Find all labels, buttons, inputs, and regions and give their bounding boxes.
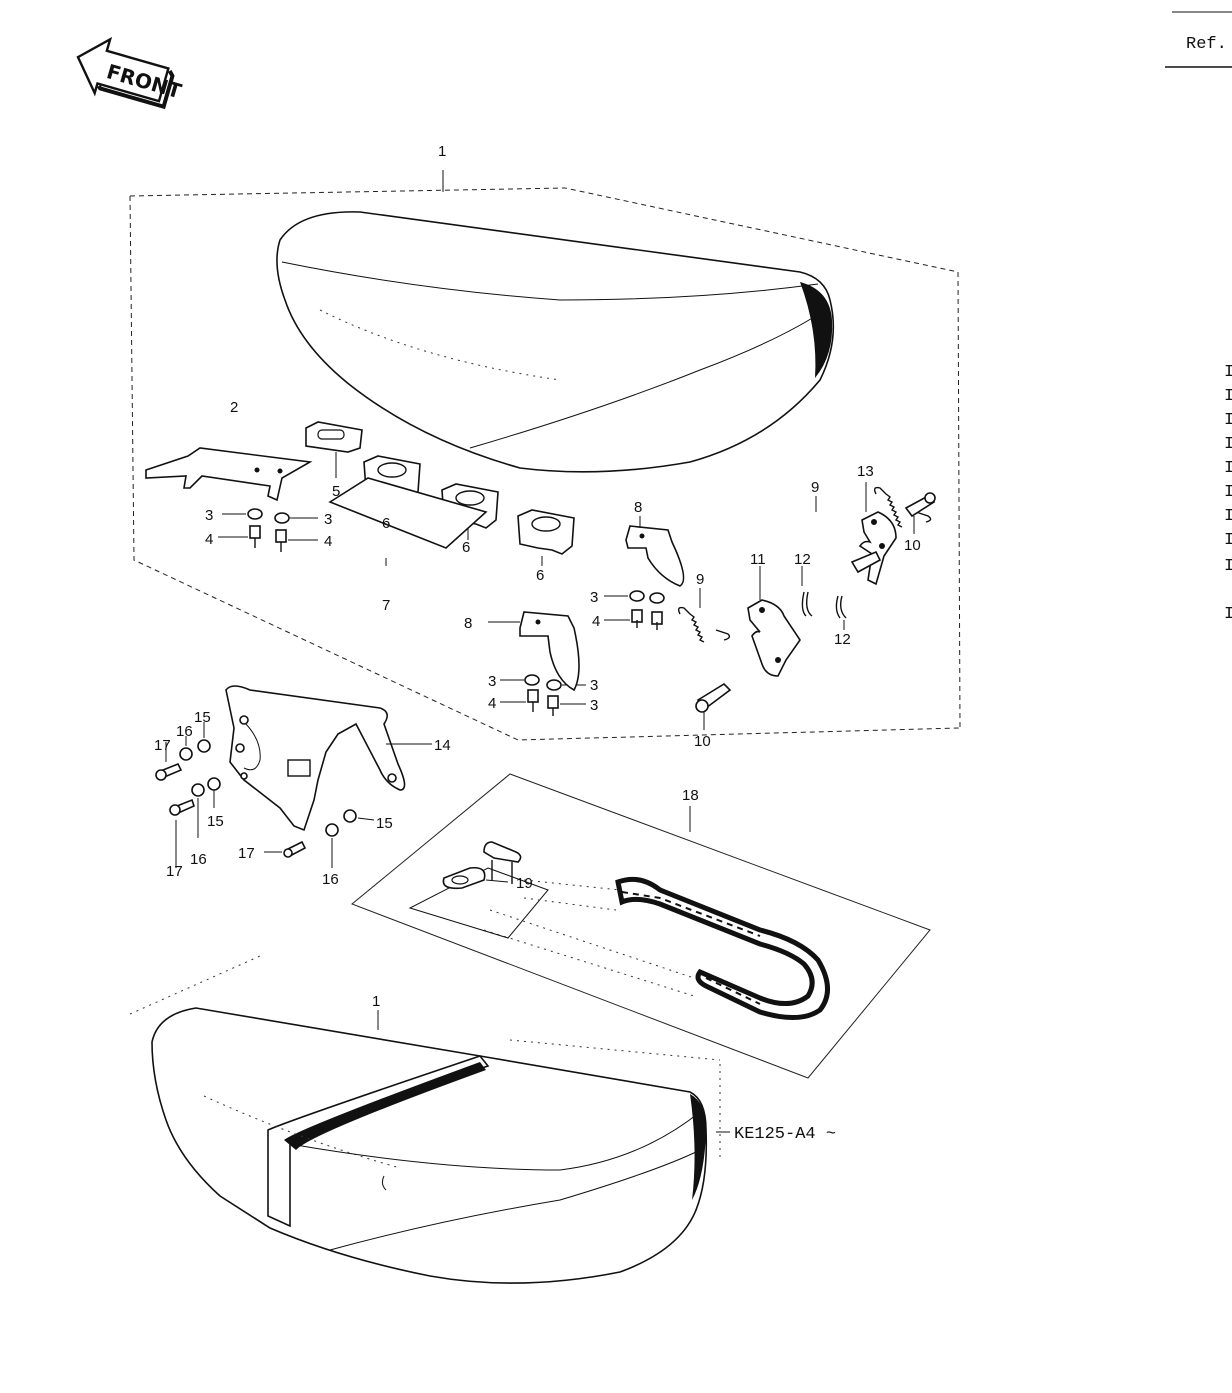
callout-11: 11 — [750, 551, 766, 568]
seat-bottom — [129, 955, 721, 1284]
fastener-group-left — [218, 508, 318, 552]
right-mark: I — [1224, 605, 1232, 624]
right-mark: I — [1224, 435, 1232, 454]
right-mark: I — [1224, 507, 1232, 526]
ref-label: Ref. — [1186, 35, 1227, 54]
clip-12 — [801, 566, 847, 630]
right-mark: I — [1224, 387, 1232, 406]
model-note: KE125-A4 ~ — [716, 1125, 836, 1144]
callout-labels: 1 2 3 3 3 3 3 4 4 4 4 3 5 6 6 6 7 8 8 9 … — [154, 143, 921, 1010]
seat-bracket — [145, 447, 313, 502]
callout-8: 8 — [464, 615, 472, 632]
callout-6: 6 — [536, 567, 544, 584]
seat-damper-5 — [305, 421, 363, 478]
callout-16: 16 — [322, 871, 339, 888]
callout-4: 4 — [205, 531, 213, 548]
callout-10: 10 — [904, 537, 921, 554]
callout-17: 17 — [166, 863, 183, 880]
right-mark: I — [1224, 531, 1232, 550]
callout-15: 15 — [194, 709, 211, 726]
callout-16: 16 — [190, 851, 207, 868]
callout-15: 15 — [207, 813, 224, 830]
callout-3: 3 — [205, 507, 213, 524]
callout-8: 8 — [634, 499, 642, 516]
callout-9: 9 — [811, 479, 819, 496]
chain-box-18 — [351, 773, 931, 1079]
seat-pad — [328, 477, 488, 566]
callout-4: 4 — [324, 533, 332, 550]
right-mark: I — [1224, 483, 1232, 502]
callout-12: 12 — [794, 551, 811, 568]
front-arrow-icon: FRONT — [76, 36, 184, 110]
callout-19: 19 — [516, 875, 533, 892]
hinge-bracket-8 — [488, 516, 685, 692]
spring-9 — [677, 486, 932, 643]
hinge-pin-10 — [695, 492, 936, 730]
callout-10: 10 — [694, 733, 711, 750]
right-mark: I — [1224, 459, 1232, 478]
chain-guard-14 — [225, 685, 432, 832]
callout-3: 3 — [590, 677, 598, 694]
right-mark: I — [1224, 363, 1232, 382]
callout-17: 17 — [238, 845, 255, 862]
upper-assembly-outline — [129, 170, 961, 741]
callout-12: 12 — [834, 631, 851, 648]
callout-7: 7 — [382, 597, 390, 614]
fastener-group-mid — [500, 674, 586, 716]
guard-fasteners — [155, 722, 375, 868]
latch-plate-13 — [850, 482, 897, 586]
callout-4: 4 — [488, 695, 496, 712]
callout-17: 17 — [154, 737, 171, 754]
latch-11 — [747, 566, 801, 677]
right-mark: I — [1224, 411, 1232, 430]
callout-16: 16 — [176, 723, 193, 740]
callout-5: 5 — [332, 483, 340, 500]
right-mark: I — [1224, 557, 1232, 576]
callout-2: 2 — [230, 399, 238, 416]
callout-14: 14 — [434, 737, 451, 754]
ref-header: Ref. — [1165, 11, 1232, 68]
callout-18: 18 — [682, 787, 699, 804]
seat-top — [276, 211, 835, 473]
fastener-group-right — [604, 590, 665, 630]
callout-3: 3 — [590, 589, 598, 606]
callout-13: 13 — [857, 463, 874, 480]
callout-9: 9 — [696, 571, 704, 588]
callout-6: 6 — [462, 539, 470, 556]
callout-3: 3 — [324, 511, 332, 528]
callout-1-bottom: 1 — [372, 993, 380, 1010]
callout-6: 6 — [382, 515, 390, 532]
callout-1: 1 — [438, 143, 446, 160]
right-column-marks: I I I I I I I I I I — [1224, 363, 1232, 624]
callout-4: 3 — [590, 697, 598, 714]
callout-3: 3 — [488, 673, 496, 690]
callout-4: 4 — [592, 613, 600, 630]
model-note-text: KE125-A4 ~ — [734, 1125, 836, 1144]
callout-15: 15 — [376, 815, 393, 832]
